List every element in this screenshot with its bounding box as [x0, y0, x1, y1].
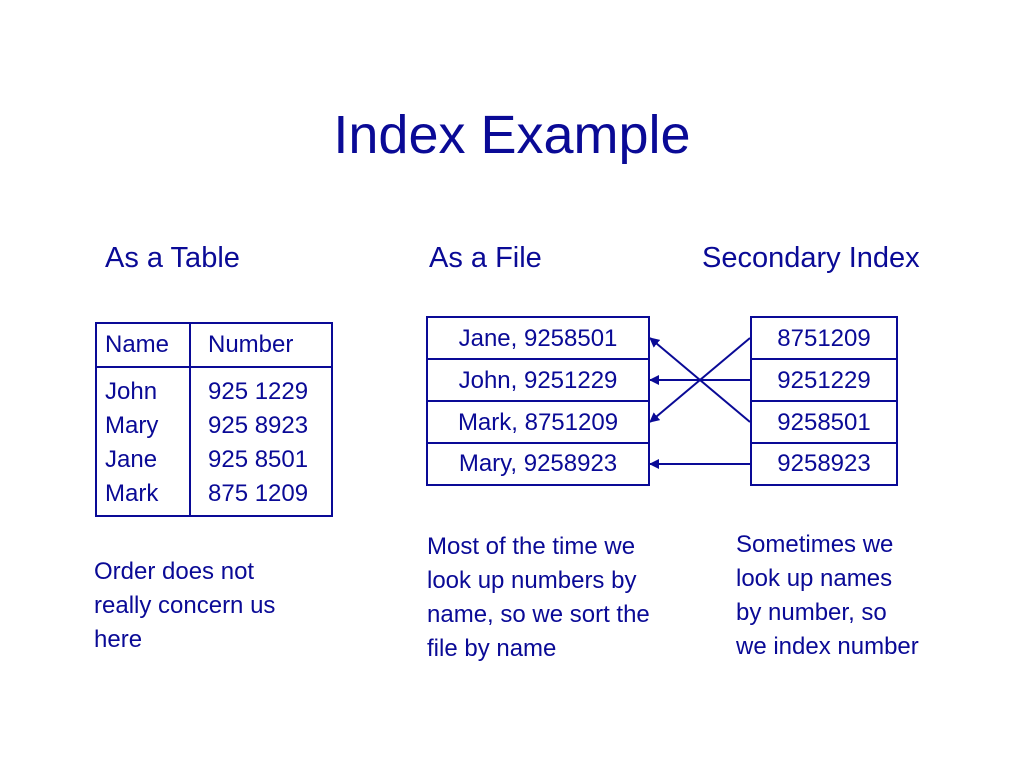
note-line: we index number [736, 633, 919, 660]
table-cell-name: John [105, 378, 158, 405]
note-file: Most of the time we look up numbers by n… [427, 530, 650, 666]
pointer-arrow [649, 337, 751, 423]
file-record: Jane, 9258501 [428, 318, 648, 360]
table-column-divider [189, 324, 191, 515]
file-record: Mary, 9258923 [458, 450, 618, 477]
note-line: name, so we sort the [427, 601, 650, 628]
table-header-name: Name [105, 331, 170, 358]
index-entry: 9251229 [752, 360, 896, 402]
table-cell-number: 925 8923 [208, 412, 309, 439]
table-cell-name: Mary [105, 412, 159, 439]
note-line: by number, so [736, 599, 887, 626]
pointer-arrow [649, 337, 751, 423]
name-number-table: Name Number John 925 1229 Mary 925 8923 … [95, 322, 333, 517]
slide-title: Index Example [333, 105, 691, 165]
index-entry: 9258923 [777, 450, 871, 477]
heading-as-a-table: As a Table [105, 242, 240, 274]
table-cell-name: Jane [105, 446, 158, 473]
note-line: look up numbers by [427, 567, 637, 594]
table-header-divider [97, 366, 331, 368]
table-cell-number: 875 1209 [208, 480, 309, 507]
note-line: Most of the time we [427, 533, 636, 560]
table-cell-number: 925 8501 [208, 446, 309, 473]
heading-secondary-index: Secondary Index [702, 242, 920, 274]
note-line: Order does not [94, 558, 255, 585]
note-line: file by name [427, 635, 557, 662]
note-line: here [94, 626, 143, 653]
sorted-file-records: Jane, 9258501 John, 9251229 Mark, 875120… [426, 316, 650, 486]
index-entry: 9258501 [752, 402, 896, 444]
note-index: Sometimes we look up names by number, so… [736, 528, 919, 664]
note-line: Sometimes we [736, 531, 894, 558]
file-record: John, 9251229 [428, 360, 648, 402]
note-line: really concern us [94, 592, 276, 619]
file-record: Mark, 8751209 [428, 402, 648, 444]
table-cell-number: 925 1229 [208, 378, 309, 405]
secondary-index-entries: 8751209 9251229 9258501 9258923 [750, 316, 898, 486]
note-table: Order does not really concern us here [94, 555, 275, 657]
note-line: look up names [736, 565, 893, 592]
index-entry: 8751209 [752, 318, 896, 360]
heading-as-a-file: As a File [429, 242, 542, 274]
table-cell-name: Mark [105, 480, 159, 507]
table-header-number: Number [208, 331, 294, 358]
